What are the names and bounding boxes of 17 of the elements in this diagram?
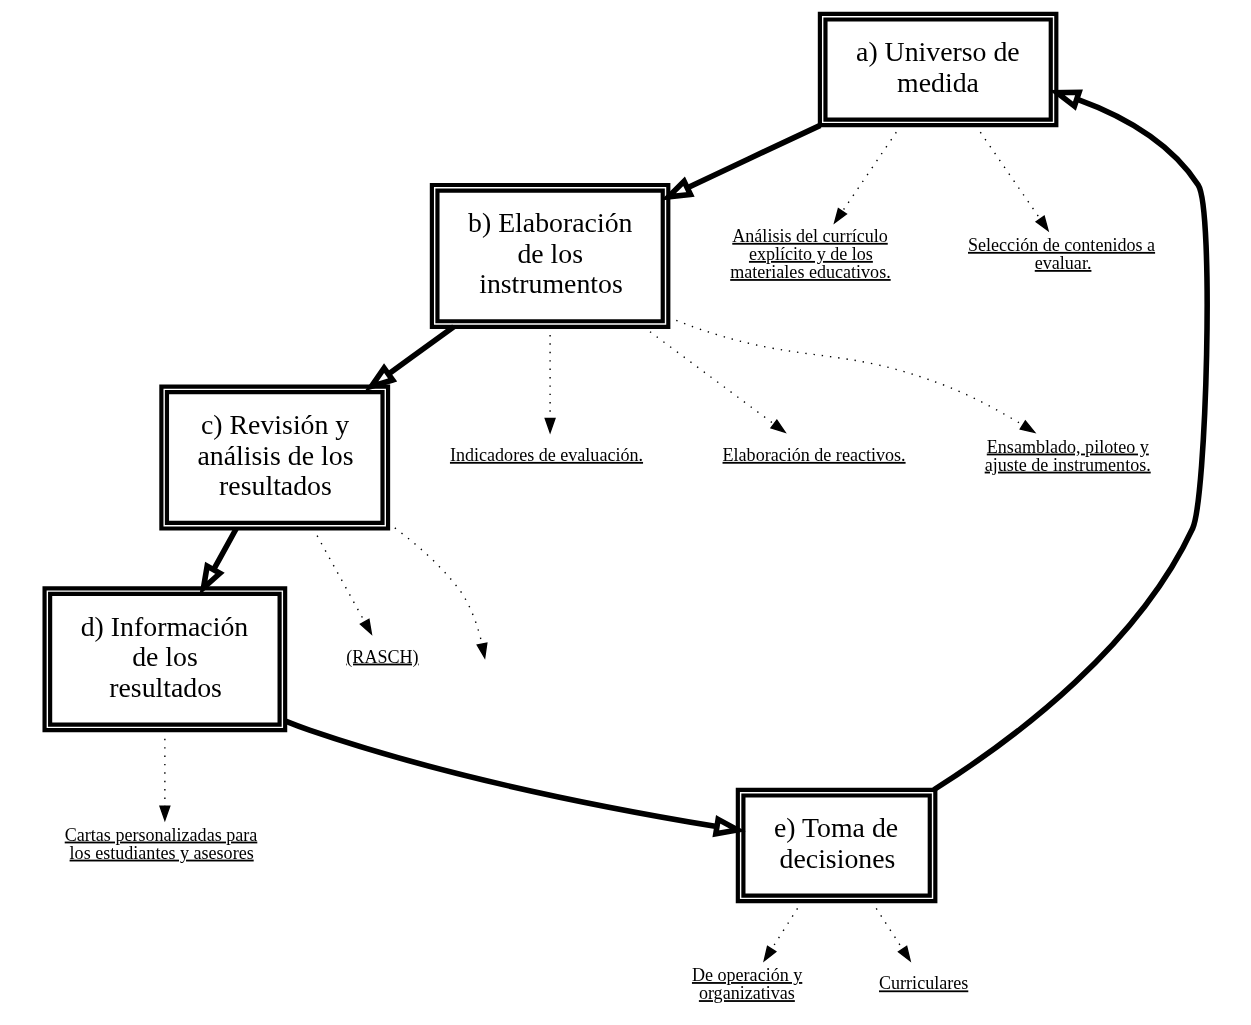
node-text: Selección de contenidos a evaluar.	[967, 234, 1155, 273]
node-text: Curriculares	[878, 973, 968, 994]
arrow	[364, 324, 455, 392]
node-text: De operación y organizativas	[691, 965, 802, 1004]
arrow	[284, 718, 746, 838]
node-text: Análisis del currículo explícito y de los materiales educativos.	[729, 225, 891, 283]
arrow	[931, 89, 1210, 793]
node-box: e) Toma de decisiones	[735, 787, 937, 904]
node-box: c) Revisión y análisis de los resultados	[158, 384, 390, 531]
node-box: a) Universo de medida	[817, 11, 1058, 128]
node-box: d) Información de los resultados	[41, 586, 287, 733]
node-text: (RASCH)	[345, 646, 419, 667]
node-text: Elaboración de reactivos.	[722, 444, 906, 465]
node-box: b) Elaboración de los instrumentos	[429, 182, 670, 329]
node-text: Cartas personalizadas para los estudiantes y asesores	[64, 824, 257, 863]
node-text: Indicadores de evaluación.	[449, 444, 643, 465]
node-text: Ensamblado, piloteo y ajuste de instrumentos.	[984, 436, 1151, 475]
